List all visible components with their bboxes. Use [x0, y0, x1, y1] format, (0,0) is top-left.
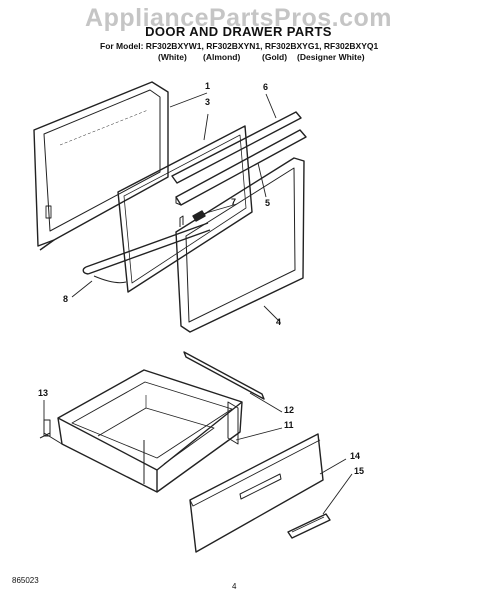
variant-white: (White) [158, 52, 187, 62]
callout-5: 5 [265, 198, 271, 208]
hinge-clip [179, 210, 206, 227]
lower-trim-strip [175, 129, 307, 206]
door-glass-liner [117, 125, 253, 293]
variant-gold: (Gold) [262, 52, 288, 62]
callout-7: 7 [231, 197, 237, 207]
diagram-code: 865023 [12, 576, 39, 585]
page-number: 4 [232, 582, 237, 591]
callout-8: 8 [63, 294, 69, 304]
callout-3: 3 [205, 97, 211, 107]
callout-15: 15 [354, 466, 365, 476]
drawer-slide-rail [183, 351, 265, 400]
top-trim-strip [171, 111, 302, 184]
drawer-side-slide [227, 401, 239, 445]
outer-door-panel [33, 81, 169, 251]
variant-almond: (Almond) [203, 52, 241, 62]
leader-lines [43, 92, 353, 515]
watermark: AppliancePartsPros.com [85, 4, 392, 32]
callout-11: 11 [284, 420, 294, 430]
model-list: For Model: RF302BXYW1, RF302BXYN1, RF302… [100, 41, 379, 51]
drawer-clip [39, 419, 51, 439]
drawer-handle-insert [287, 513, 331, 539]
callout-13: 13 [38, 388, 49, 398]
drawer-front-panel [189, 433, 324, 553]
callout-1: 1 [205, 81, 211, 91]
door-gasket [175, 157, 305, 333]
callout-6: 6 [263, 82, 269, 92]
door-handle-rod [82, 222, 211, 284]
variant-designer-white: (Designer White) [297, 52, 365, 62]
callout-12: 12 [284, 405, 295, 415]
diagram-title: DOOR AND DRAWER PARTS [145, 24, 332, 39]
drawer-body [43, 369, 243, 493]
callout-14: 14 [350, 451, 361, 461]
callout-4: 4 [276, 317, 282, 327]
